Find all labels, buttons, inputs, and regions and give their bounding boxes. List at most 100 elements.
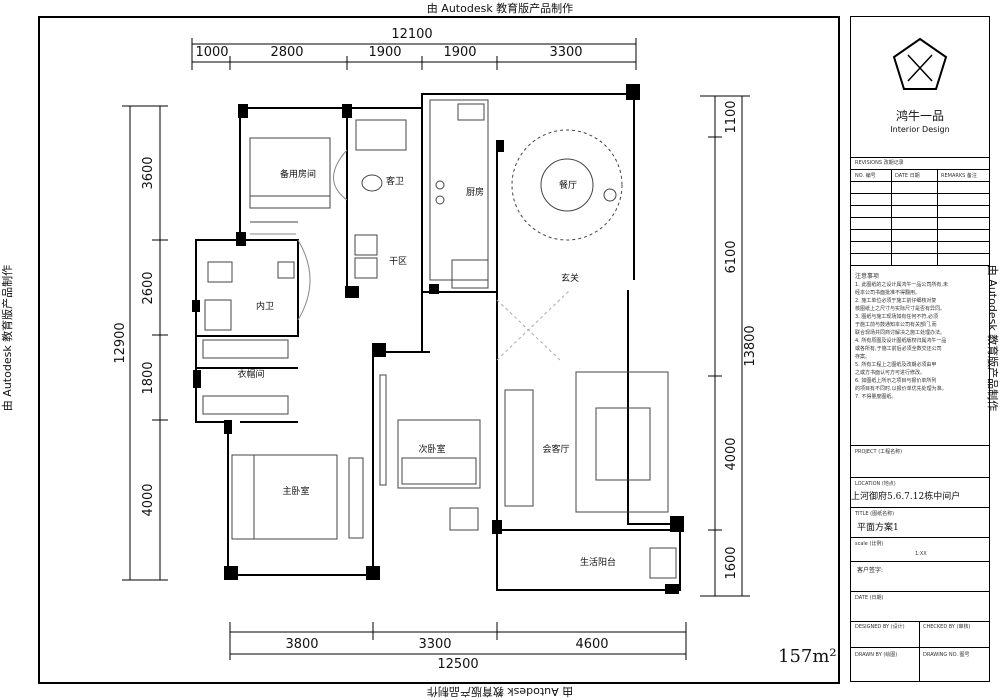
revisions-label: REVISIONS 改期记录 (855, 160, 904, 166)
location-value: 上河御府5.6.7.12栋中间户 (851, 492, 961, 502)
room-kitchen: 厨房 (466, 186, 484, 198)
master-wardrobe (348, 457, 364, 539)
note-line: 6. 如图纸上所示之项目与报价单所列 (855, 378, 937, 384)
pendant-light (603, 188, 617, 202)
col-remarks-label: REMARKS 备注 (941, 173, 977, 179)
dim-bottom-0: 3800 (285, 637, 318, 652)
room-dry-area: 干区 (389, 256, 407, 267)
furniture (202, 99, 677, 579)
dim-ticks-right (700, 95, 750, 597)
guest-sink (354, 234, 378, 256)
inner-shower (204, 299, 232, 331)
total-area: 157m² (778, 646, 837, 667)
dim-bottom-1: 3300 (418, 637, 451, 652)
brand-logo-icon (892, 37, 948, 90)
sofa-group (575, 371, 669, 513)
dim-left-2: 1800 (141, 361, 156, 394)
drawing-sheet-border (38, 16, 840, 684)
inner-sink (277, 261, 295, 279)
wardrobe (202, 339, 289, 359)
dim-left-3: 4000 (141, 483, 156, 516)
note-line: 联合现场共同商讨解决之施工处理办法。 (855, 330, 946, 336)
room-entry: 玄关 (561, 272, 579, 284)
dim-bottom-2: 4600 (575, 637, 608, 652)
note-line: 或各所有,于施工前后必须全数交还公司 (855, 346, 942, 352)
scale-label: scale (比例) (855, 541, 884, 547)
room-dining: 餐厅 (559, 179, 577, 191)
title-block: 鸿牛一品 Interior Design REVISIONS 改期记录 NO. … (850, 16, 990, 682)
brand-name: 鸿牛一品 (895, 109, 944, 123)
dim-ticks-left (122, 105, 168, 581)
note-line: 核图纸上之尺寸与实际尺寸是否有异同。 (855, 306, 946, 312)
note-line: 4. 所有原图及设计图纸版权归属鸿牛一品 (855, 338, 947, 344)
note-line: 3. 图纸与施工现场如有任何不符,必须 (855, 314, 938, 320)
dim-top-2: 1900 (368, 45, 401, 60)
note-line: 存案。 (855, 354, 871, 360)
fridge (451, 259, 489, 289)
note-line: 5. 所有工程上之图纸及改期必须由甲 (855, 362, 937, 368)
location-label: LOCATION (地点) (855, 481, 896, 487)
scale-value: 1:XX (915, 551, 927, 557)
notes-list: 1. 此图纸的之设计属鸿牛一品公司所有,未 经本公司书面批准不得翻用。 2. 施… (855, 281, 987, 401)
desk-chair (449, 507, 479, 531)
watermark-top: 由 Autodesk 教育版产品制作 (426, 2, 574, 15)
room-living: 会客厅 (542, 443, 569, 455)
client-signature-label: 客户签字: (857, 567, 884, 574)
dim-right-1: 6100 (724, 240, 739, 273)
second-bedroom-bed (397, 419, 481, 489)
dim-right-0: 1100 (724, 100, 739, 133)
dim-ticks-top (191, 38, 637, 70)
note-line: 2. 施工单位必须于施工前仔细核对复 (855, 298, 937, 304)
checked-by-label: CHECKED BY (审核) (923, 624, 971, 630)
dim-top-1: 2800 (270, 45, 303, 60)
note-line: 于施工前与鼓通知本公司有关部门,而 (855, 322, 937, 328)
guest-toilet (361, 174, 383, 192)
dim-top-3: 1900 (443, 45, 476, 60)
drawn-by-label: DRAWN BY (绘图) (855, 652, 898, 658)
notes-title: 注意事项 (855, 273, 880, 280)
inner-toilet (207, 261, 233, 283)
coffee-table (595, 407, 651, 481)
room-second-bedroom: 次卧室 (418, 443, 445, 455)
note-line: 7. 不得量度图纸。 (855, 394, 897, 400)
dim-left-total: 12900 (113, 322, 128, 363)
room-guest-bath: 客卫 (386, 175, 404, 187)
dim-left-0: 3600 (141, 156, 156, 189)
room-master-bedroom: 主卧室 (282, 485, 309, 497)
dim-right-3: 1600 (724, 546, 739, 579)
stove-burner (435, 180, 445, 190)
room-guest-bedroom: 备用房间 (280, 168, 316, 180)
walls (195, 93, 681, 591)
kitchen-counter (429, 99, 489, 281)
dim-ticks-bottom (229, 622, 687, 660)
room-inner-bath: 内卫 (256, 300, 274, 312)
drawing-title: 平面方案1 (857, 523, 899, 533)
tv-cabinet (504, 389, 534, 507)
designed-by-label: DESIGNED BY (设计) (855, 624, 905, 630)
note-line: 的项目有不同时,以报价单优先处理为准。 (855, 386, 947, 392)
dim-top-0: 1000 (195, 45, 228, 60)
col-date-label: DATE 日期 (895, 173, 920, 179)
drawing-no-label: DRAWING NO. 图号 (923, 652, 970, 658)
title-label: TITLE (图纸名称) (855, 511, 895, 517)
door-swing (297, 239, 311, 321)
note-line: 之或方书面认可方可进行修改。 (855, 370, 926, 376)
date-label: DATE (日期) (855, 595, 884, 601)
washer (649, 547, 677, 579)
dim-right-2: 4000 (724, 437, 739, 470)
col-no-label: NO. 编号 (855, 173, 876, 179)
dim-top-4: 3300 (549, 45, 582, 60)
dining-table (540, 158, 594, 212)
brand-name-en: Interior Design (890, 125, 950, 134)
dim-top-total: 12100 (391, 27, 432, 42)
room-cloakroom: 衣帽间 (237, 368, 264, 380)
note-line: 经本公司书面批准不得翻用。 (855, 290, 921, 296)
shower (355, 119, 407, 151)
master-bed (231, 454, 338, 540)
kitchen-sink (457, 103, 485, 121)
dim-bottom-total: 12500 (437, 657, 478, 672)
dim-left-1: 2600 (141, 271, 156, 304)
dining-table-zone (511, 129, 623, 241)
note-line: 1. 此图纸的之设计属鸿牛一品公司所有,未 (855, 282, 948, 288)
